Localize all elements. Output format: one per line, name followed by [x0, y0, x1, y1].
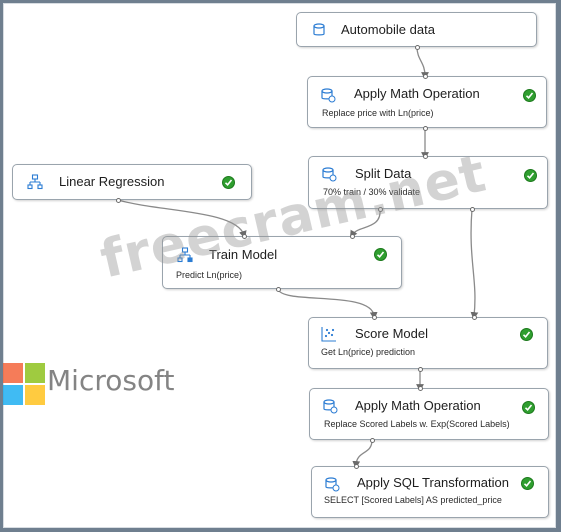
input-port[interactable] — [423, 154, 428, 159]
math-operation-icon — [321, 88, 336, 103]
output-port[interactable] — [276, 287, 281, 292]
module-score-model[interactable]: Score Model Get Ln(price) prediction — [308, 317, 548, 369]
input-port[interactable] — [418, 386, 423, 391]
output-port[interactable] — [116, 198, 121, 203]
module-title: Apply SQL Transformation — [357, 475, 509, 490]
input-port[interactable] — [472, 315, 477, 320]
status-complete-icon — [222, 176, 235, 189]
hierarchy-icon — [27, 174, 43, 190]
output-port[interactable] — [370, 438, 375, 443]
module-title: Apply Math Operation — [354, 86, 480, 101]
module-train-model[interactable]: Train Model Predict Ln(price) — [162, 236, 402, 289]
module-title: Score Model — [355, 326, 428, 341]
status-complete-icon — [521, 477, 534, 490]
output-port[interactable] — [470, 207, 475, 212]
module-apply-math-operation-1[interactable]: Apply Math Operation Replace price with … — [307, 76, 547, 128]
output-port[interactable] — [418, 367, 423, 372]
input-port[interactable] — [350, 234, 355, 239]
input-port[interactable] — [372, 315, 377, 320]
module-subtitle: Replace Scored Labels w. Exp(Scored Labe… — [324, 419, 510, 429]
status-complete-icon — [524, 169, 537, 182]
status-complete-icon — [374, 248, 387, 261]
module-subtitle: SELECT [Scored Labels] AS predicted_pric… — [324, 495, 502, 505]
output-port[interactable] — [415, 45, 420, 50]
output-port[interactable] — [378, 207, 383, 212]
output-port[interactable] — [423, 126, 428, 131]
status-complete-icon — [520, 328, 533, 341]
module-apply-sql-transformation[interactable]: Apply SQL Transformation SELECT [Scored … — [311, 466, 549, 518]
math-operation-icon — [323, 399, 338, 414]
status-complete-icon — [522, 401, 535, 414]
module-automobile-data[interactable]: Automobile data — [296, 12, 537, 47]
module-title: Linear Regression — [59, 174, 165, 189]
database-icon — [313, 23, 325, 36]
input-port[interactable] — [423, 74, 428, 79]
train-model-icon — [177, 247, 193, 263]
scatter-plot-icon — [321, 327, 336, 342]
input-port[interactable] — [354, 464, 359, 469]
module-apply-math-operation-2[interactable]: Apply Math Operation Replace Scored Labe… — [309, 388, 549, 440]
module-subtitle: Get Ln(price) prediction — [321, 347, 416, 357]
module-title: Split Data — [355, 166, 412, 181]
module-subtitle: Predict Ln(price) — [176, 270, 243, 280]
module-subtitle: Replace price with Ln(price) — [322, 108, 434, 118]
status-complete-icon — [523, 89, 536, 102]
input-port[interactable] — [242, 234, 247, 239]
module-linear-regression[interactable]: Linear Regression — [12, 164, 252, 200]
microsoft-logo-text: Microsoft — [47, 364, 175, 397]
sql-database-icon — [325, 477, 340, 492]
module-title: Automobile data — [341, 22, 435, 37]
split-data-icon — [322, 167, 337, 182]
module-split-data[interactable]: Split Data 70% train / 30% validate — [308, 156, 548, 209]
microsoft-logo-icon — [3, 363, 45, 405]
module-subtitle: 70% train / 30% validate — [323, 187, 421, 197]
module-title: Train Model — [209, 247, 278, 262]
module-title: Apply Math Operation — [355, 398, 481, 413]
